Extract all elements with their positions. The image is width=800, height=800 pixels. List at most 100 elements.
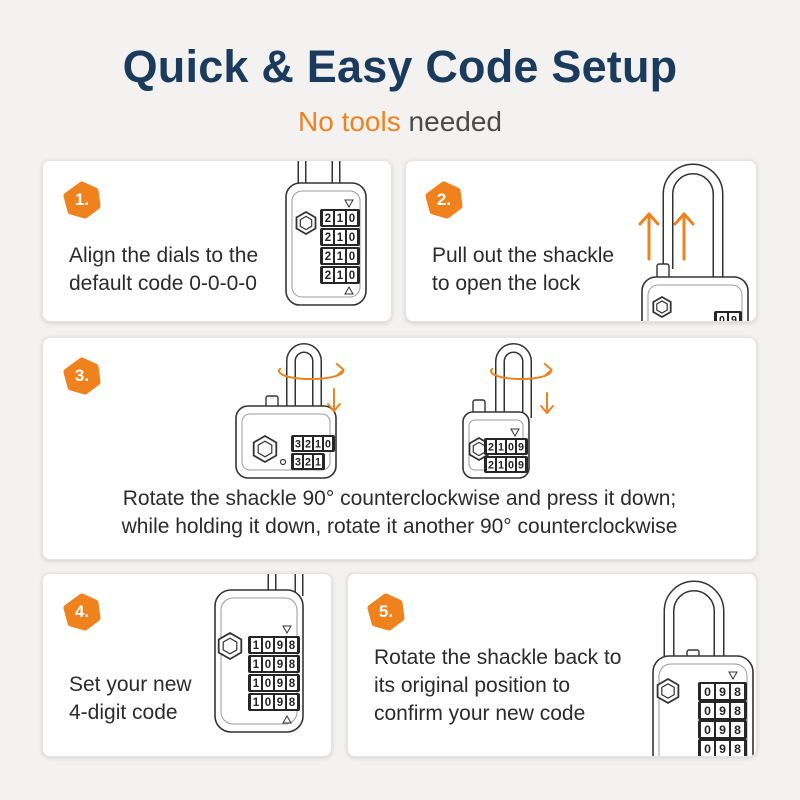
rotate-arrow-head: [335, 362, 345, 376]
dial-digit: 9: [277, 659, 283, 671]
dial-digit: 8: [734, 742, 741, 756]
dial-digit: 9: [277, 678, 283, 690]
dial-digit: 2: [325, 270, 331, 282]
step-text-line: confirm your new code: [374, 702, 586, 725]
shackle-fill: [665, 582, 723, 674]
dial-digit: 3: [295, 438, 301, 450]
arrow-down-icon: [540, 392, 554, 414]
dial-window: [731, 741, 744, 756]
dial-digit: 0: [265, 640, 271, 652]
dial-digit: 1: [315, 456, 321, 468]
dial-window: [716, 703, 729, 718]
rotate-arrow-head: [543, 362, 553, 376]
subtitle-rest: needed: [408, 106, 502, 137]
dial-window: [731, 684, 744, 699]
step-description: Set your new 4-digit code: [69, 671, 192, 727]
lock-body-inner: [658, 663, 748, 756]
step-text-line: Rotate the shackle back to: [374, 646, 622, 669]
hexagon-logo-icon: [656, 677, 680, 705]
dial-digit: 9: [518, 441, 524, 453]
dial-digit: 2: [325, 251, 331, 263]
arrow-up-icon: [638, 212, 660, 261]
step-text-line: default code 0-0-0-0: [69, 272, 257, 295]
arrow-head: [327, 403, 341, 412]
dial-window: [716, 741, 729, 756]
dial-window: [304, 455, 312, 468]
dial-window: [275, 638, 285, 652]
dial-digit: 0: [508, 459, 514, 471]
shackle: [662, 163, 724, 321]
step-text-line: Rotate the shackle 90° counterclockwise …: [122, 487, 677, 510]
dial-digit: 0: [704, 685, 711, 699]
shackle: [495, 343, 532, 418]
dial-digit: 9: [719, 685, 726, 699]
dial-window: [497, 440, 505, 453]
dial-digit: 1: [253, 678, 260, 690]
step-text-line: Set your new: [69, 673, 192, 696]
step-description: Rotate the shackle back to its original …: [374, 644, 621, 728]
dial-digit: 0: [325, 438, 331, 450]
dial-digit: 9: [719, 723, 726, 737]
dial-window: [287, 638, 297, 652]
dial-digit: 8: [289, 640, 296, 652]
dial-window: [701, 722, 714, 737]
dial-digit: 0: [349, 213, 355, 225]
step-badge-icon: [63, 593, 101, 631]
hexagon-logo-icon: [295, 210, 317, 236]
dial-window: [701, 741, 714, 756]
rotate-arc: [490, 367, 552, 381]
dial-window: [716, 684, 729, 699]
dial-window: [347, 211, 357, 225]
step-badge-icon: [425, 181, 463, 219]
hexagon-inner: [661, 683, 675, 699]
reset-hole: [279, 458, 287, 466]
dial-window: [507, 458, 515, 471]
dial-window: [263, 638, 273, 652]
step-text-line: Align the dials to the: [69, 244, 259, 267]
step-badge: 2.: [425, 181, 463, 219]
dial-window: [324, 437, 332, 450]
dial-window: [314, 455, 322, 468]
dial-window: [251, 657, 261, 671]
dial-digit: 0: [349, 232, 355, 244]
hexagon-logo-icon: [217, 631, 243, 661]
step-text-line: while holding it down, rotate it another…: [121, 515, 678, 538]
dial-digit: 9: [518, 459, 524, 471]
dial-digit: 1: [337, 232, 344, 244]
dial-digit: 9: [277, 640, 283, 652]
dial-window: [517, 458, 525, 471]
dial-digit: 8: [289, 659, 296, 671]
dial-window: [517, 440, 525, 453]
dial-marker: [344, 285, 354, 295]
dial-digit: 1: [315, 438, 321, 450]
step-description: Align the dials to the default code 0-0-…: [69, 242, 258, 298]
step-number: 5.: [378, 602, 394, 621]
step-badge: 1.: [63, 181, 101, 219]
shackle-outline: [495, 343, 532, 418]
dial-marker: [282, 625, 292, 635]
dial-digit: 0: [265, 697, 271, 709]
dial-window: [314, 437, 322, 450]
hexagon-inner: [257, 440, 273, 458]
dial-digit: 2: [488, 441, 494, 453]
step-description: Pull out the shackle to open the lock: [432, 242, 614, 298]
dial-digit: 1: [337, 270, 344, 282]
dial-window: [323, 249, 333, 263]
dial-window: [701, 684, 714, 699]
dial-window: [287, 676, 297, 690]
step-badge-icon: [63, 357, 101, 395]
arrow-down-icon: [327, 388, 341, 412]
dial-window: [716, 722, 729, 737]
rotate-arc: [278, 367, 344, 381]
